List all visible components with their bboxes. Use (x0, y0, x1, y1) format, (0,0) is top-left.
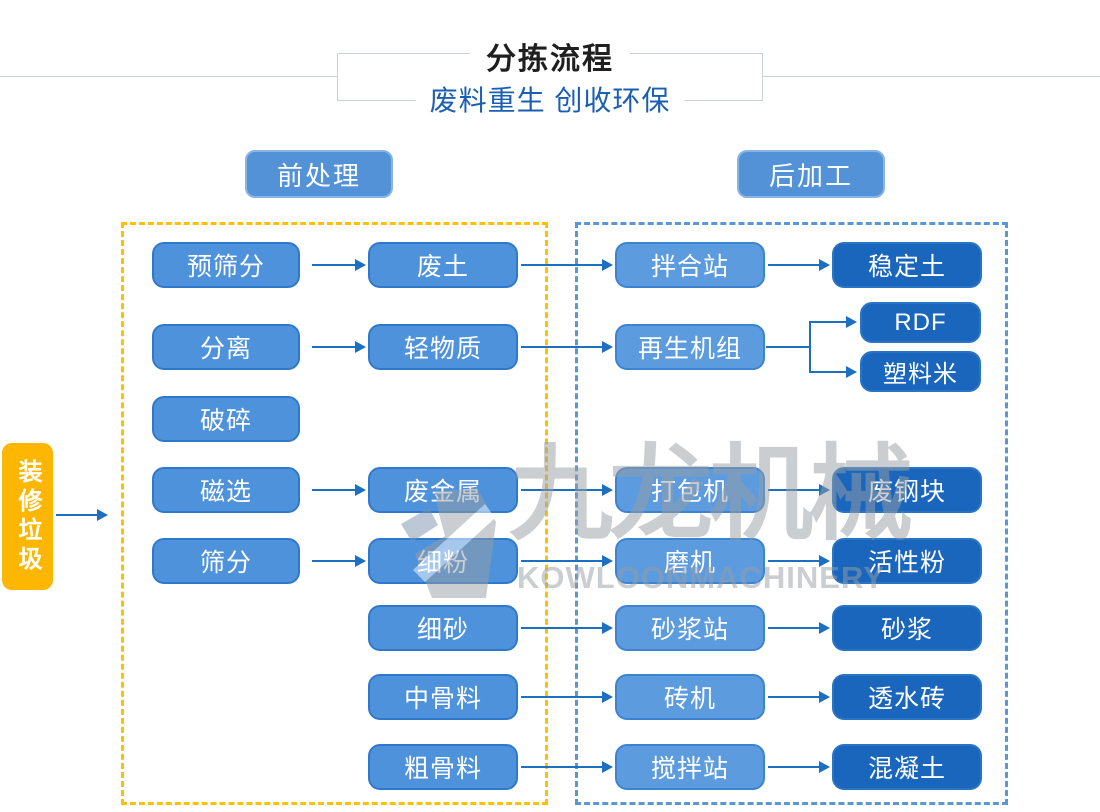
node-baler: 打包机 (615, 467, 765, 513)
flow-arrow (312, 259, 366, 271)
node-rdf: RDF (860, 302, 981, 343)
flow-arrow (768, 622, 830, 634)
node-coarse-aggregate: 粗骨料 (368, 744, 518, 790)
flow-arrow (312, 484, 366, 496)
node-mortar: 砂浆 (832, 605, 982, 651)
node-screening: 筛分 (152, 538, 300, 584)
node-fine-sand: 细砂 (368, 605, 518, 651)
node-fine-powder: 细粉 (368, 538, 518, 584)
node-brick-machine: 砖机 (615, 674, 765, 720)
flow-arrow (312, 555, 366, 567)
node-separation: 分离 (152, 324, 300, 370)
flow-arrow (521, 761, 613, 773)
flow-arrow (312, 341, 366, 353)
node-scrap-metal: 废金属 (368, 467, 518, 513)
node-waste-soil: 废土 (368, 242, 518, 288)
node-stabilized-soil: 稳定土 (832, 242, 982, 288)
flow-arrow (521, 484, 613, 496)
flow-arrow (768, 691, 830, 703)
flow-arrow (521, 341, 613, 353)
node-plastic-pellets: 塑料米 (860, 351, 981, 392)
node-mill: 磨机 (615, 538, 765, 584)
node-active-powder: 活性粉 (832, 538, 982, 584)
node-recycling-unit: 再生机组 (615, 324, 765, 370)
flow-arrow (521, 555, 613, 567)
node-medium-aggregate: 中骨料 (368, 674, 518, 720)
branch-line (766, 346, 811, 348)
flow-arrow (768, 555, 830, 567)
node-renovation-waste: 装修垃圾 (2, 443, 53, 590)
flow-arrow (809, 316, 857, 328)
node-concrete: 混凝土 (832, 744, 982, 790)
node-scrap-steel-block: 废钢块 (832, 467, 982, 513)
flow-arrow-source (56, 509, 108, 521)
post-processing-group-box (575, 222, 1008, 805)
flow-arrow (768, 259, 830, 271)
section-label-post-processing: 后加工 (737, 150, 885, 198)
title-frame: 分拣流程 废料重生 创收环保 (337, 34, 763, 119)
node-pre-screening: 预筛分 (152, 242, 300, 288)
flow-arrow (521, 622, 613, 634)
node-concrete-mixing-station: 搅拌站 (615, 744, 765, 790)
flow-arrow (521, 691, 613, 703)
node-permeable-brick: 透水砖 (832, 674, 982, 720)
flow-arrow (521, 259, 613, 271)
pre-processing-group-box (121, 222, 548, 805)
node-magnetic-separation: 磁选 (152, 467, 300, 513)
flow-arrow (768, 761, 830, 773)
node-mixing-station: 拌合站 (615, 242, 765, 288)
flow-arrow (768, 484, 830, 496)
node-renovation-waste-label: 装修垃圾 (14, 458, 41, 575)
section-label-pre-processing: 前处理 (245, 150, 393, 198)
node-light-material: 轻物质 (368, 324, 518, 370)
page-subtitle: 废料重生 创收环保 (415, 79, 685, 119)
page-title: 分拣流程 (470, 34, 630, 78)
node-mortar-station: 砂浆站 (615, 605, 765, 651)
flow-arrow (809, 366, 857, 378)
node-crushing: 破碎 (152, 396, 300, 442)
branch-line (809, 321, 811, 373)
